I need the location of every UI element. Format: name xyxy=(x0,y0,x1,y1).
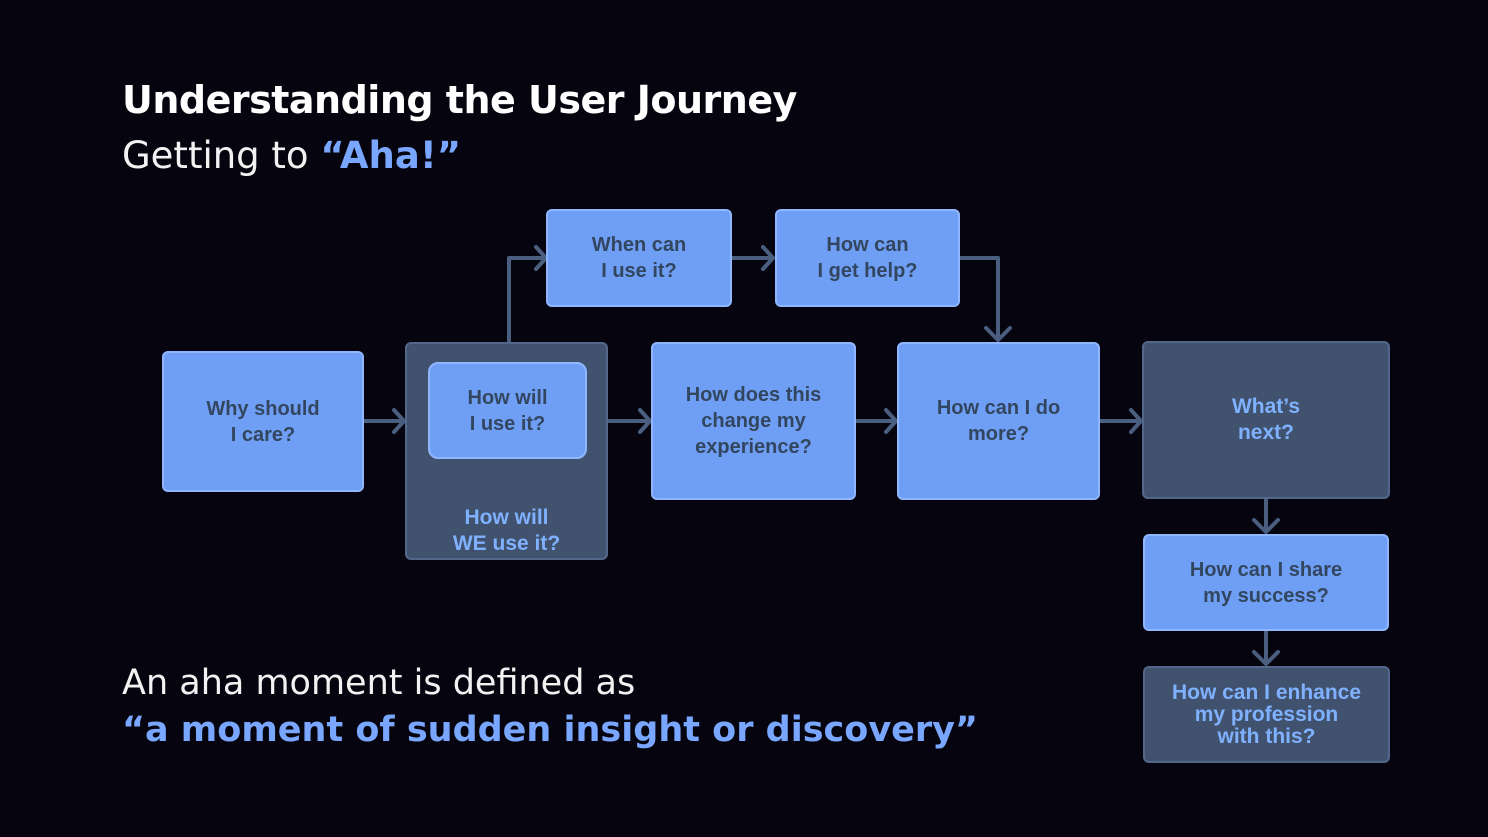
node-get-help: How can I get help? xyxy=(775,209,960,307)
arrowhead-why-to-use xyxy=(392,408,406,434)
subtitle-prefix: Getting to xyxy=(122,134,321,177)
arrowhead-help-to-more xyxy=(984,326,1012,342)
page-title: Understanding the User Journey xyxy=(122,78,797,122)
node-whats-next: What’s next? xyxy=(1142,341,1390,499)
definition-line: An aha moment is defined as xyxy=(122,663,636,703)
node-why-care: Why should I care? xyxy=(162,351,364,492)
arrowhead-more-to-next xyxy=(1129,408,1143,434)
node-change-experience: How does this change my experience? xyxy=(651,342,856,500)
node-share-success: How can I share my success? xyxy=(1143,534,1389,631)
arrowhead-share-to-enhance xyxy=(1252,650,1280,666)
aha-definition: An aha moment is defined as “a moment of… xyxy=(122,660,978,754)
subtitle-accent: “Aha!” xyxy=(320,134,462,177)
arrow-use-to-when xyxy=(507,256,546,344)
node-do-more: How can I do more? xyxy=(897,342,1100,500)
node-enhance-profession: How can I enhance my profession with thi… xyxy=(1143,666,1390,763)
node-we-use-label: How will WE use it? xyxy=(452,506,561,555)
arrowhead-when-to-help xyxy=(761,245,775,271)
definition-quote: “a moment of sudden insight or discovery… xyxy=(122,710,978,750)
arrowhead-change-to-more xyxy=(884,408,898,434)
arrowhead-use-to-change xyxy=(638,408,652,434)
arrowhead-next-to-share xyxy=(1252,518,1280,534)
node-i-use: How will I use it? xyxy=(428,362,587,459)
node-when-use: When can I use it? xyxy=(546,209,732,307)
page-subtitle: Getting to “Aha!” xyxy=(122,134,461,177)
arrow-help-to-more xyxy=(958,256,1000,340)
